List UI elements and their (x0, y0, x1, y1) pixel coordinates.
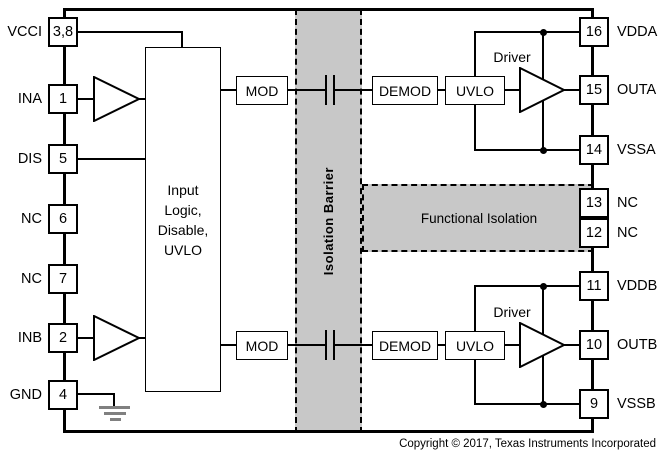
pin-label-vcci: VCCI (7, 24, 42, 40)
pin-box-vssb: 9 (579, 389, 609, 419)
wire (78, 98, 93, 100)
pin-label-outb: OUTB (617, 337, 658, 353)
copyright-notice: Copyright © 2017, Texas Instruments Inco… (399, 438, 656, 450)
pin-box-gnd: 4 (48, 380, 78, 410)
wire (221, 344, 236, 346)
pin-box-vddb: 11 (579, 271, 609, 301)
ground-icon (99, 406, 130, 409)
pin-label-inb: INB (17, 330, 42, 346)
wire (113, 393, 115, 407)
uvlo-block-a: UVLO (445, 76, 505, 105)
junction-dot (540, 29, 547, 36)
wire (438, 89, 445, 91)
wire (475, 31, 579, 33)
pin-box-dis: 5 (48, 144, 78, 174)
pin-box-vssa: 14 (579, 135, 609, 165)
wire (438, 344, 445, 346)
capacitor-b-icon (325, 330, 327, 360)
wire (288, 89, 325, 91)
pin-box-vdda: 16 (579, 17, 609, 47)
wire (564, 344, 579, 346)
mod-block-a: MOD (236, 76, 288, 105)
pin-label-vdda: VDDA (617, 24, 658, 40)
pin-label-gnd: GND (9, 387, 42, 403)
pin-label-nc7: NC (21, 271, 42, 287)
demod-block-b: DEMOD (372, 331, 438, 360)
wire (221, 89, 236, 91)
input-logic-block: Input Logic, Disable, UVLO (145, 47, 221, 392)
pin-label-dis: DIS (17, 151, 42, 167)
wire (475, 285, 579, 287)
wire (78, 31, 183, 33)
wire (78, 337, 93, 339)
wire (505, 89, 519, 91)
pin-box-outa: 15 (579, 75, 609, 105)
ground-icon (104, 412, 126, 415)
junction-dot (540, 147, 547, 154)
isolation-barrier-band: Isolation Barrier (295, 9, 362, 433)
pin-label-nc13: NC (617, 195, 638, 211)
pin-label-nc12: NC (617, 225, 638, 241)
junction-dot (540, 283, 547, 290)
functional-isolation-bar: Functional Isolation (362, 184, 594, 252)
wire (474, 360, 476, 405)
junction-dot (540, 401, 547, 408)
input-buffer-a-icon (93, 76, 141, 122)
uvlo-block-b: UVLO (445, 331, 505, 360)
pin-label-vssa: VSSA (617, 142, 656, 158)
capacitor-a-icon (325, 75, 327, 105)
demod-block-a: DEMOD (372, 76, 438, 105)
driver-label-a: Driver (493, 49, 531, 65)
wire (335, 344, 372, 346)
wire (78, 393, 115, 395)
pin-box-ina: 1 (48, 84, 78, 114)
wire (181, 31, 183, 47)
wire (564, 89, 579, 91)
pin-box-inb: 2 (48, 323, 78, 353)
wire (288, 344, 325, 346)
capacitor-b-icon (333, 330, 335, 360)
wire (474, 285, 476, 331)
functional-isolation-label: Functional Isolation (420, 210, 538, 226)
input-buffer-b-icon (93, 315, 141, 361)
pin-box-nc7: 7 (48, 264, 78, 294)
driver-triangle-b-icon (519, 322, 566, 368)
ground-icon (110, 418, 121, 421)
wire (475, 149, 579, 151)
wire (138, 337, 145, 339)
pin-box-nc6: 6 (48, 204, 78, 234)
wire (505, 344, 519, 346)
wire (474, 105, 476, 151)
pin-box-nc12: 12 (579, 218, 609, 248)
chip-outline (63, 8, 594, 433)
pin-label-vssb: VSSB (617, 396, 656, 412)
pin-box-nc13: 13 (579, 188, 609, 218)
driver-triangle-a-icon (519, 67, 566, 113)
capacitor-a-icon (333, 75, 335, 105)
wire (475, 403, 579, 405)
pin-label-outa: OUTA (617, 82, 657, 98)
wire (138, 98, 145, 100)
pin-box-vcci: 3,8 (48, 17, 78, 47)
wire (78, 158, 145, 160)
pin-label-nc6: NC (21, 211, 42, 227)
pin-label-vddb: VDDB (617, 278, 658, 294)
wire (474, 31, 476, 76)
pin-label-ina: INA (17, 91, 42, 107)
wire (335, 89, 372, 91)
pin-box-outb: 10 (579, 330, 609, 360)
mod-block-b: MOD (236, 331, 288, 360)
driver-label-b: Driver (493, 304, 531, 320)
